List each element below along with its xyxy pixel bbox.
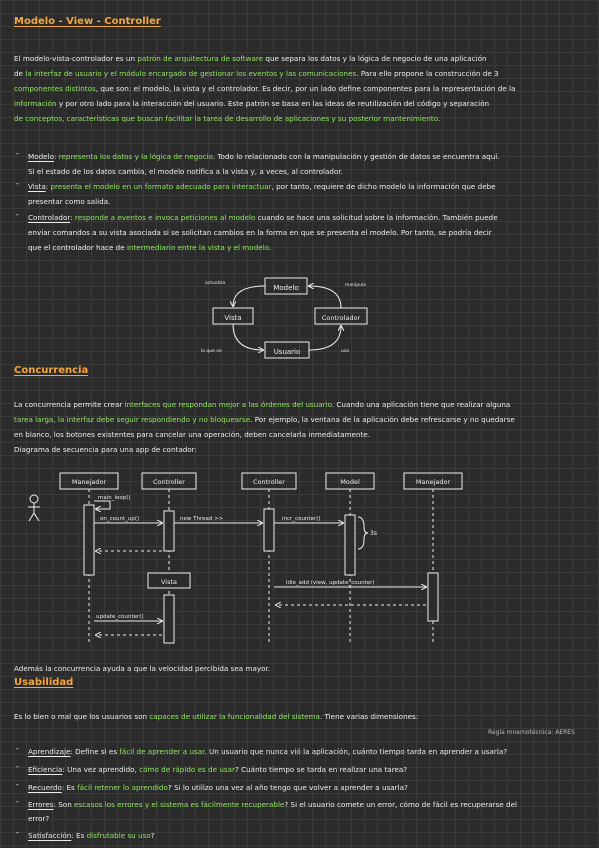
concurrencia-line-2: en blanco, los botones existentes para c… [14,430,371,439]
mvc-intro-line-0: El modelo-vista-controlador es un patrón… [14,54,487,63]
mvc-vista-label: Vista [224,314,241,322]
concurrencia-heading: Concurrencia [14,365,89,376]
lifeline-label-manejador-2: Manejador [416,478,451,486]
mvc-diagram: Modelo Vista Controlador Usuario actuali… [201,277,368,359]
mvc-intro-line-3: información y por otro lado para la inte… [14,99,490,108]
message-on-count-up-label: on_count_up() [100,516,139,522]
activation-model [344,514,356,576]
mvc-modelo-line-1: Si el estado de los datos cambia, el mod… [28,167,343,176]
usab-item-aprendizaje: Aprendizaje: Define si es fácil de apren… [28,747,508,756]
brace-3s-label: 3s [370,530,377,537]
message-idle-add-label: idle_add (view, update_counter) [286,580,375,586]
mvc-usuario-label: Usuario [274,348,301,356]
mvc-intro-line-4: de conceptos, características que buscan… [14,114,441,123]
message-incr-counter-label: incr_counter() [282,516,321,522]
mvc-controlador-line-0: Controlador: responde a eventos e invoca… [28,213,498,222]
activation-manejador-2 [427,572,439,622]
lifeline-label-model: Model [340,478,360,486]
bullet-dash: - [16,762,19,771]
mvc-modelo-line-0: Modelo: representa los datos y la lógica… [28,152,500,161]
mvc-vista-line-1: presentar como salida. [28,197,111,206]
activation-vista [163,594,175,644]
lifeline-label-controller-1: Controller [153,478,185,486]
lifeline-label-controller-2: Controller [253,478,285,486]
mvc-modelo-label: Modelo [273,284,298,292]
mvc-vista-line-0: Vista: presenta el modelo en un formato … [28,182,496,191]
brace-3s [357,516,369,550]
usab-item-recuerdo: Recuerdo: Es fácil retener lo aprendido?… [28,783,408,792]
mvc-heading: Modelo - View - Controller [14,16,161,27]
object-vista-box [147,572,191,589]
usab-item-errores-1: error? [28,814,50,823]
bullet-dash: - [16,149,19,158]
usab-item-eficiencia: Eficiencia: Una vez aprendido, cómo de r… [28,765,408,774]
mvc-controlador-line-1: enviar comandos a su vista asociada si s… [28,228,492,237]
message-main-loop-label: main_loop() [98,495,131,501]
bullet-dash: - [16,179,19,188]
usabilidad-intro: Es lo bien o mal que los usuarios son ca… [14,712,419,721]
sequence-diagram: Manejador Controller Controller Model Ma… [28,472,463,645]
arrow-lo-que-ve [232,323,263,350]
bullet-dash: - [16,780,19,789]
arrow-manipula [309,286,342,309]
label-usa: usa [341,349,349,354]
mnemonic-note: Regla mnemotécnica: AERES [488,729,575,736]
usab-item-satisfaccion: Satisfacción: Es disfrutable su uso? [28,831,155,840]
label-lo-que-ve: lo que ve [201,348,222,354]
mvc-controlador-line-2: que el controlador hace de intermediario… [28,243,272,252]
message-update-counter-label: update_counter() [96,614,144,620]
bullet-dash: - [16,828,19,837]
activation-controller-2 [263,508,275,552]
actor-icon [28,494,40,522]
arrow-actualiza [233,285,266,306]
activation-controller-1 [163,510,175,552]
arrow-usa [308,326,341,351]
bullet-dash: - [16,744,19,753]
sequence-caption: Diagrama de secuencia para una app de co… [14,445,197,454]
mvc-controlador-label: Controlador [322,314,361,322]
concurrencia-footer: Además la concurrencia ayuda a que la ve… [14,664,271,673]
usab-item-errores-0: Errores: Son escasos los errores y el si… [28,800,517,809]
mvc-intro-line-2: componentes distintos, que son: el model… [14,84,516,93]
concurrencia-line-1: tarea larga, la interfaz debe seguir res… [14,415,515,424]
bullet-dash: - [16,210,19,219]
bullet-dash: - [16,797,19,806]
usabilidad-heading: Usabilidad [14,677,74,688]
lifeline-label-manejador-1: Manejador [72,478,107,486]
concurrencia-line-0: La concurrencia permite crear interfaces… [14,400,511,409]
message-main-loop [94,500,111,509]
mvc-intro-line-1: de la interfaz de usuario y el módulo en… [14,69,499,78]
label-manipula: manipula [345,282,366,288]
activation-manejador-1 [83,504,95,576]
object-vista-label: Vista [161,578,177,586]
message-new-thread-label: new Thread >> [180,516,224,522]
label-actualiza: actualiza [205,280,225,286]
